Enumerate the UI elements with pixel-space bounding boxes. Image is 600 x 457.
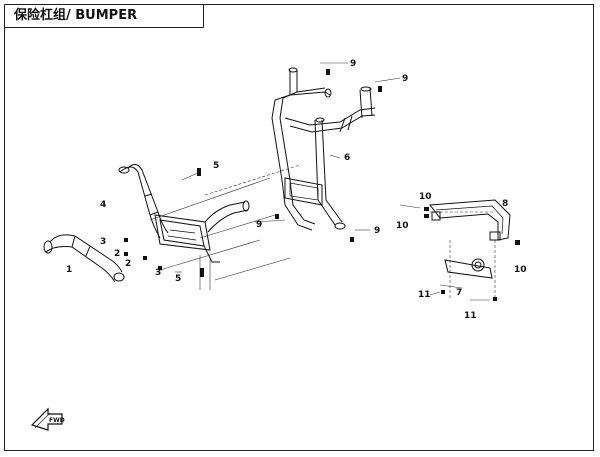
front-arrow-label: FWD	[49, 417, 65, 424]
callout-3-b: 3	[155, 268, 161, 278]
callout-2-b: 2	[125, 259, 131, 269]
fasteners	[124, 69, 520, 301]
bolt-5-lower	[200, 268, 204, 277]
callout-2-a: 2	[114, 249, 120, 259]
front-direction-arrow: FWD	[30, 407, 65, 431]
leader-lines	[149, 62, 496, 301]
callout-3-a: 3	[100, 237, 106, 247]
front-mount-plate	[154, 200, 250, 263]
callout-8: 8	[502, 199, 508, 209]
washer-3-a	[124, 238, 128, 242]
callout-numbers: 1 2 2 3 3 4 5 5 6 7 8 9 9 9 9 10 10 10 1…	[66, 59, 527, 321]
bolt-5-upper	[197, 168, 201, 176]
callout-5-a: 5	[213, 161, 219, 171]
bolt-10-b	[424, 214, 429, 218]
part-8-rear-bracket	[429, 199, 511, 241]
part-7-small-bracket	[444, 258, 493, 279]
part-6-main-frame	[271, 67, 376, 231]
callout-9-a: 9	[350, 59, 356, 69]
callout-4: 4	[100, 200, 106, 210]
callout-11-a: 11	[418, 290, 431, 300]
bolt-9-c	[275, 214, 279, 219]
diagram-frame	[4, 4, 594, 451]
nut-2-b	[143, 256, 147, 260]
nut-2-a	[124, 252, 128, 256]
bolt-10-c	[515, 240, 520, 245]
callout-11-b: 11	[464, 311, 477, 321]
bolt-11-a	[441, 290, 445, 294]
bolt-11-b	[493, 297, 497, 301]
part-1-lower-tube	[43, 234, 125, 283]
callout-5-b: 5	[175, 274, 181, 284]
callout-9-d: 9	[374, 226, 380, 236]
callout-9-c: 9	[256, 220, 262, 230]
part-4-curved-tube	[118, 164, 169, 239]
bolt-9-b	[378, 86, 382, 92]
callout-1: 1	[66, 265, 72, 275]
bolt-10-a	[424, 207, 429, 211]
callout-6: 6	[344, 153, 350, 163]
page-title: 保险杠组/ BUMPER	[4, 4, 204, 28]
callout-10-c: 10	[514, 265, 527, 275]
bolt-9-a	[326, 69, 330, 75]
callout-9-b: 9	[402, 74, 408, 84]
washer-3-b	[158, 266, 162, 270]
bolt-9-d	[350, 237, 354, 242]
callout-10-a: 10	[419, 192, 432, 202]
callout-10-b: 10	[396, 221, 409, 231]
callout-7: 7	[456, 288, 462, 298]
